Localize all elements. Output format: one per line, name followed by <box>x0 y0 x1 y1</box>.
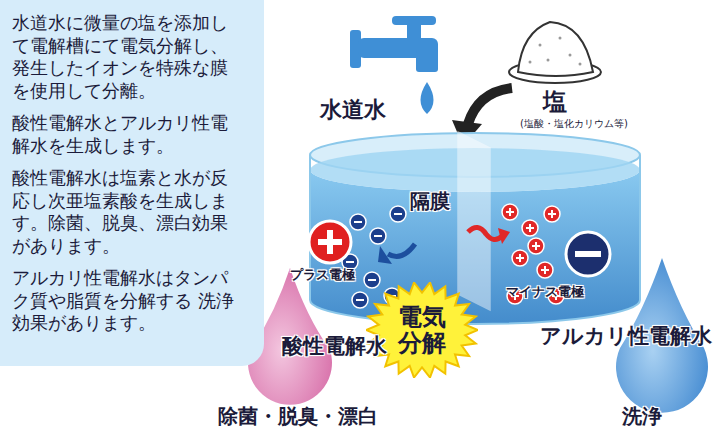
salt-icon <box>529 61 532 64</box>
negative-ion-sign <box>374 235 382 237</box>
effect-label: 除菌・脱臭・漂白 <box>218 403 378 430</box>
salt-arrow <box>468 88 512 124</box>
salt-icon <box>509 22 601 83</box>
acid-water-label: 酸性電解水 <box>282 332 387 360</box>
positive-ion-sign <box>529 224 531 232</box>
negative-ion <box>364 272 380 288</box>
minus-electrode <box>566 232 610 276</box>
negative-ion <box>352 292 368 308</box>
info-panel: 水道水に微量の塩を添加し て電解槽にて電気分解し、 発生したイオンを特殊な膜 を… <box>0 0 264 366</box>
salt-note: (塩酸・塩化カリウム等) <box>520 117 628 131</box>
salt-label: 塩 <box>543 86 567 118</box>
tank <box>310 132 640 324</box>
salt-icon <box>559 37 562 40</box>
positive-ion <box>544 206 560 222</box>
panel-text: 酸性電解水とアルカリ性電 解水を生成します。 <box>12 112 244 157</box>
plus-electrode <box>327 230 333 254</box>
salt-icon <box>579 63 582 66</box>
positive-ion-sign <box>544 266 546 274</box>
negative-ion-sign <box>346 261 354 263</box>
starburst-shape <box>366 283 478 378</box>
ion-arrows <box>378 246 392 264</box>
faucet-icon <box>416 50 438 72</box>
positive-ion <box>522 220 538 236</box>
ion-arrows <box>498 228 510 244</box>
minus-electrode <box>575 251 601 257</box>
negative-ion-sign <box>368 279 376 281</box>
negative-ion-sign <box>356 299 364 301</box>
faucet-icon <box>421 82 434 114</box>
negative-ion <box>390 206 406 222</box>
positive-ion <box>537 262 553 278</box>
negative-ion-sign <box>354 221 362 223</box>
panel-text: 水道水に微量の塩を添加し て電解槽にて電気分解し、 発生したイオンを特殊な膜 を… <box>12 12 244 102</box>
negative-ion-sign <box>394 213 402 215</box>
positive-ion-sign <box>519 254 521 262</box>
salt-icon <box>539 44 542 47</box>
salt-icon <box>569 54 572 57</box>
ion-arrows <box>468 227 502 239</box>
alkaline-water-label: アルカリ性電解水 <box>540 322 712 350</box>
panel-text: アルカリ性電解水はタンパ ク質や脂質を分解する 洗浄効果があります。 <box>12 267 244 335</box>
positive-ion <box>502 204 518 220</box>
burst-text: 電気 分解 <box>394 304 449 356</box>
plus-electrode <box>309 221 351 263</box>
minus-electrode <box>566 232 610 276</box>
positive-ion <box>528 238 544 254</box>
salt-icon <box>518 22 593 76</box>
positive-ion-sign <box>551 210 553 218</box>
electrode-label: マイナス電極 <box>506 283 584 301</box>
faucet-icon <box>407 23 421 39</box>
ion-arrows <box>378 227 510 264</box>
membrane-label: 隔膜 <box>410 188 450 215</box>
positive-ion-sign <box>509 208 511 216</box>
panel-text: 酸性電解水は塩素と水が反 応し次亜塩素酸を生成しま す。除菌、脱臭、漂白効果 が… <box>12 167 244 257</box>
effect-label: 洗浄 <box>622 403 662 430</box>
electrolysis-burst: 電気 分解 <box>366 282 478 378</box>
tank <box>458 132 490 310</box>
negative-ion <box>350 214 366 230</box>
water-label: 水道水 <box>320 95 386 125</box>
positive-ion-sign <box>535 242 537 250</box>
ion-arrows <box>388 244 415 256</box>
electrode-label: プラス電極 <box>290 266 355 284</box>
positive-ion <box>512 250 528 266</box>
salt-icon <box>529 37 582 66</box>
negative-ion <box>370 228 386 244</box>
plus-electrode <box>309 221 351 263</box>
salt-icon <box>547 59 550 62</box>
